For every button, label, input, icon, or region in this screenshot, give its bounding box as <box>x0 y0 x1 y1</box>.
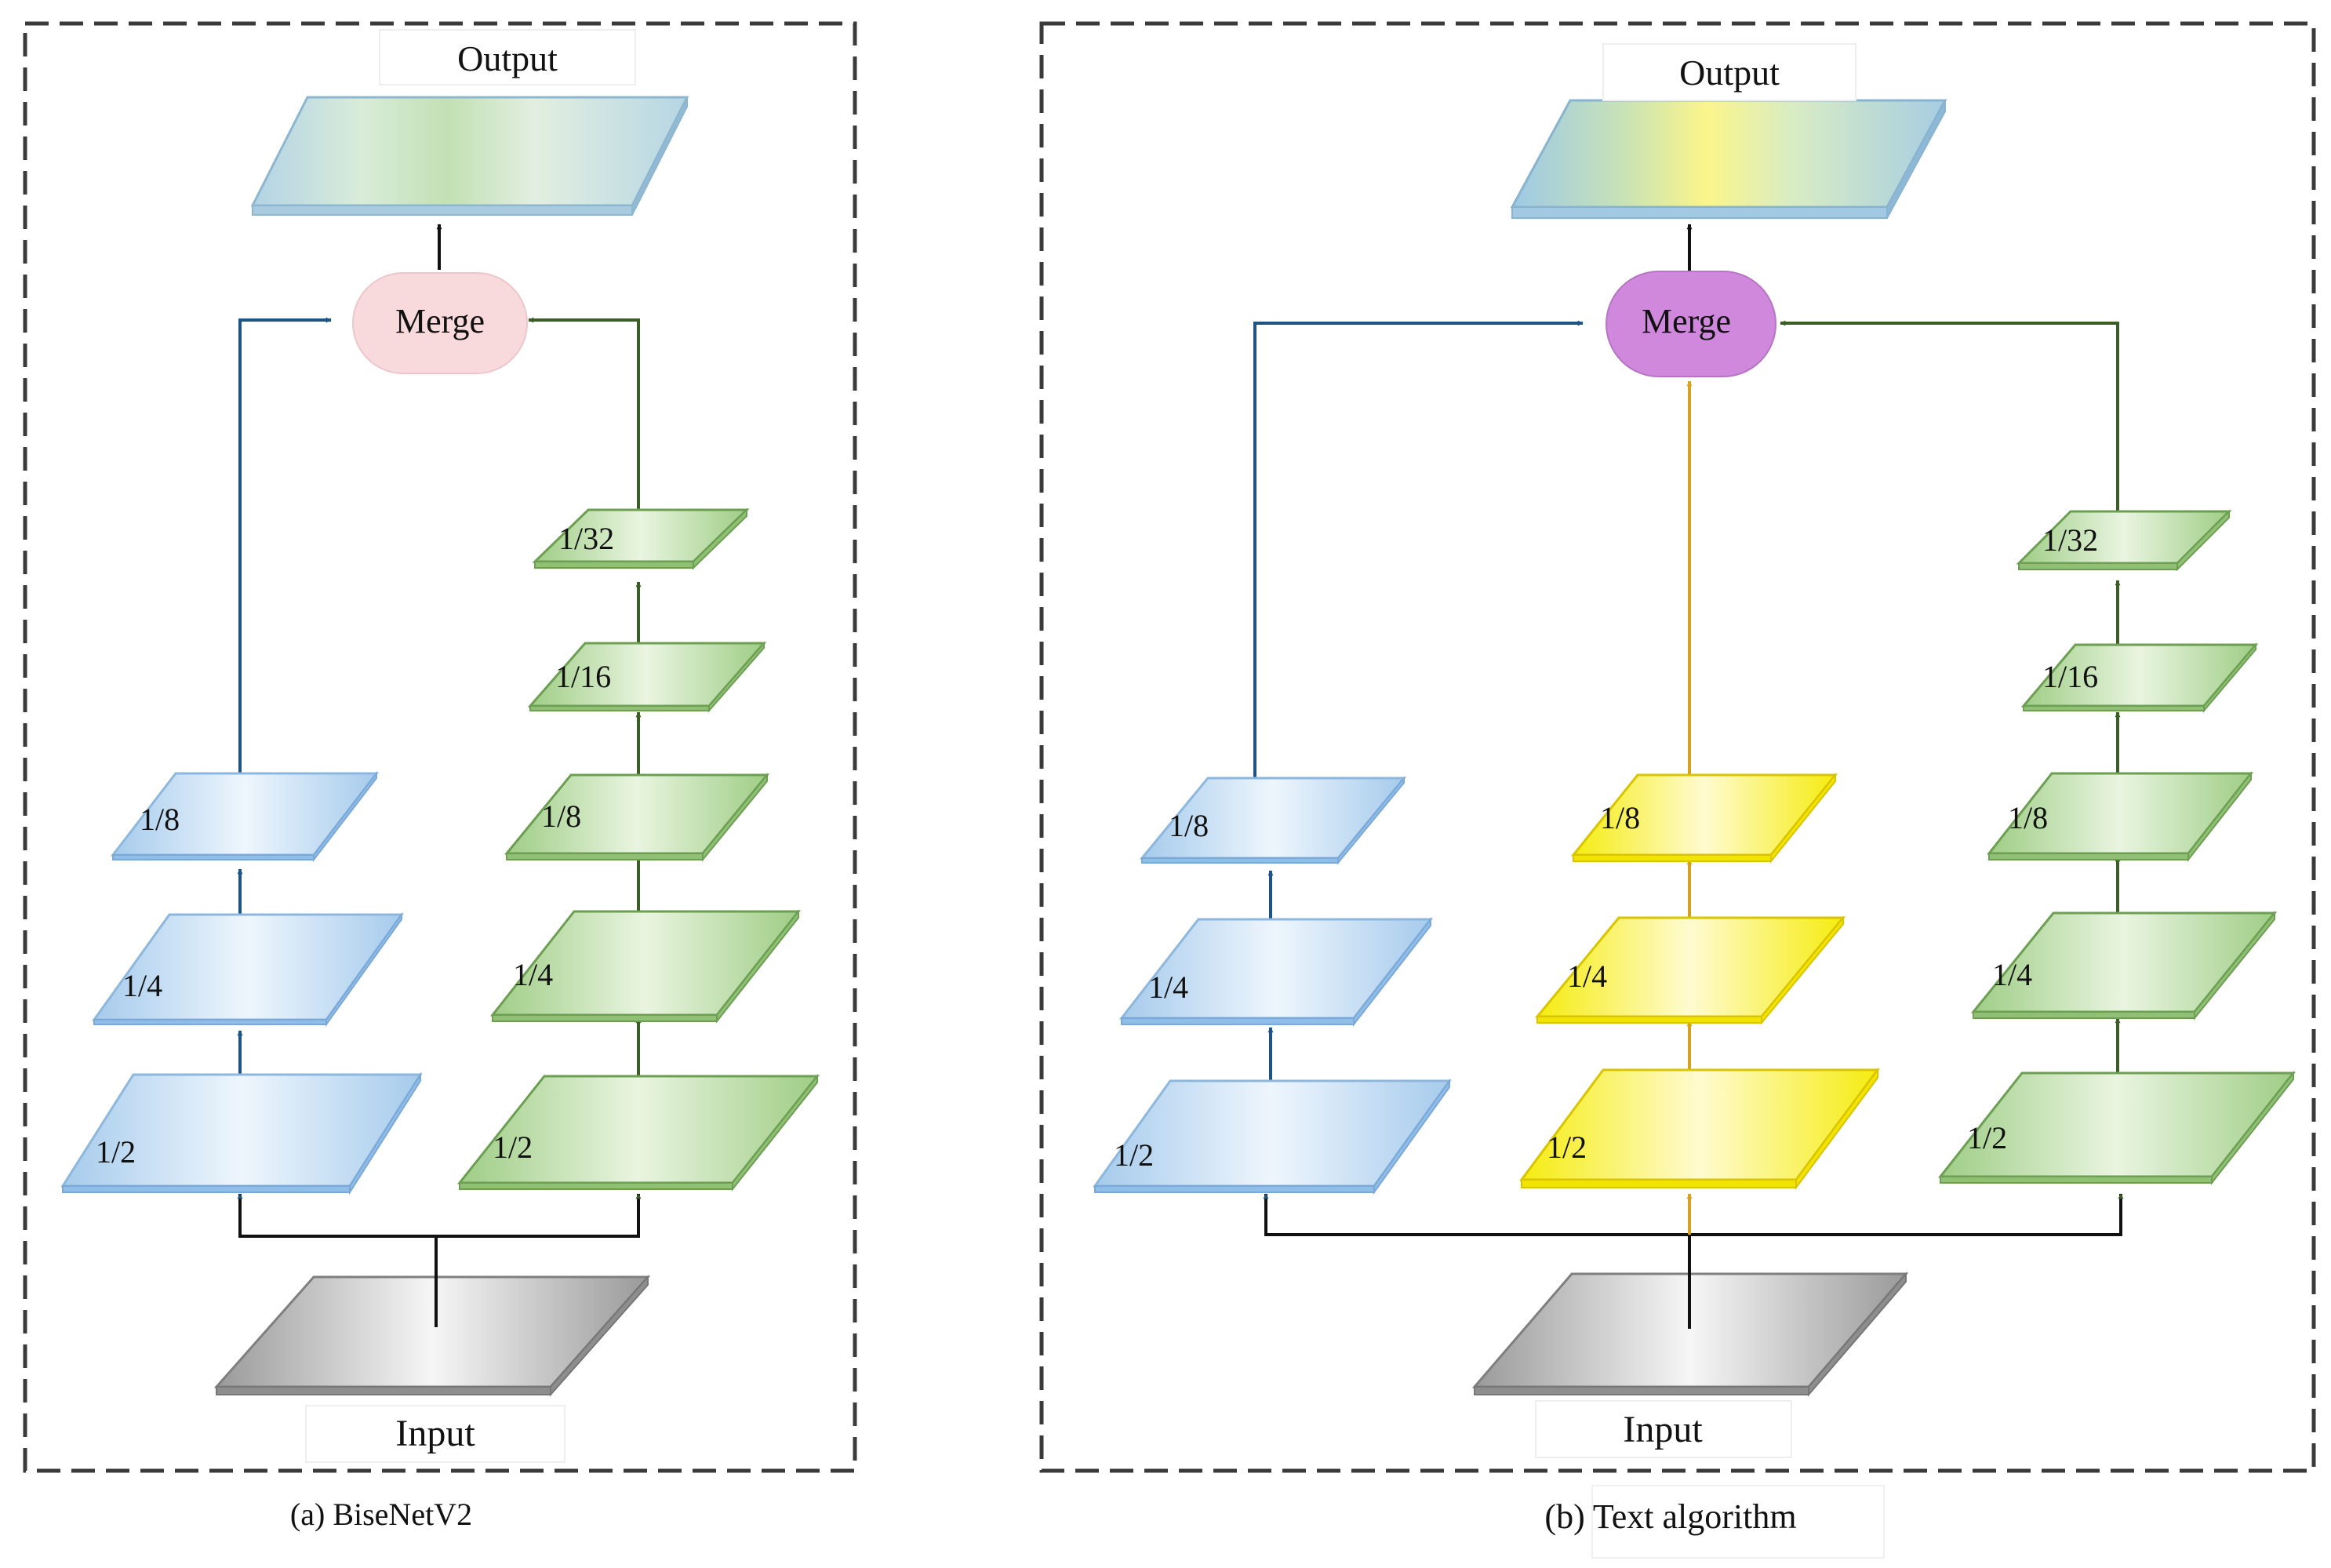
blue-plate <box>1093 1078 1452 1195</box>
blue-scale-label: 1/8 <box>140 802 180 837</box>
panel-a-frame <box>23 21 857 1473</box>
input-label: Input <box>1623 1409 1703 1450</box>
green-to-merge-arrow <box>528 317 640 515</box>
input-label: Input <box>395 1413 475 1454</box>
green-scale-label: 1/32 <box>2042 522 2098 558</box>
output-plate <box>250 96 689 216</box>
blue-plate <box>1139 776 1407 865</box>
input-plate <box>1471 1271 1909 1397</box>
yellow-plate <box>1570 773 1838 864</box>
blue-to-merge-arrow <box>238 317 332 775</box>
blue-scale-label: 1/2 <box>96 1134 136 1170</box>
green-scale-label: 1/2 <box>1967 1120 2007 1155</box>
blue-scale-label: 1/4 <box>122 968 162 1003</box>
panel-b-caption: (b) Text algorithm <box>1544 1497 1796 1536</box>
input-label-box <box>305 1405 565 1463</box>
green-plate <box>532 508 750 570</box>
panel-a: Output Merge 1/2 1/4 1/8 1/2 <box>60 29 820 1532</box>
yellow-scale-label: 1/2 <box>1547 1130 1587 1165</box>
output-label: Output <box>457 38 558 78</box>
green-scale-label: 1/16 <box>2042 659 2098 694</box>
merge-label: Merge <box>395 302 485 340</box>
green-to-merge-arrow <box>1780 320 2119 516</box>
input-to-green-arrow <box>1689 1193 2124 1236</box>
green-scale-label: 1/8 <box>541 799 581 834</box>
panel-b: Output Merge 1/2 1/4 1/8 1/2 <box>1093 43 2296 1559</box>
panel-b-caption-box <box>1591 1485 1885 1559</box>
blue-plate <box>110 771 380 862</box>
green-plate <box>2016 509 2232 572</box>
green-plate <box>489 909 802 1024</box>
yellow-plate <box>1534 915 1846 1025</box>
input-to-green-arrow <box>436 1193 642 1238</box>
green-plate <box>1970 911 2278 1020</box>
blue-plate <box>60 1071 423 1195</box>
blue-scale-label: 1/8 <box>1169 808 1209 843</box>
green-scale-label: 1/4 <box>513 957 553 992</box>
blue-scale-label: 1/2 <box>1114 1137 1154 1173</box>
green-plate <box>456 1074 820 1191</box>
yellow-scale-label: 1/8 <box>1600 800 1640 835</box>
output-label-box <box>379 29 636 85</box>
yellow-scale-label: 1/4 <box>1567 959 1607 994</box>
merge-node <box>1606 271 1776 377</box>
panel-a-caption: (a) BiseNetV2 <box>290 1497 472 1532</box>
green-plate <box>2020 642 2259 713</box>
blue-to-merge-arrow <box>1253 320 1584 806</box>
green-scale-label: 1/4 <box>1992 957 2032 992</box>
green-plate <box>504 773 770 862</box>
merge-label: Merge <box>1642 302 1731 340</box>
output-label-box <box>1602 43 1856 101</box>
yellow-plate <box>1519 1067 1880 1191</box>
blue-plate <box>92 911 404 1028</box>
panel-b-frame <box>1039 21 2316 1473</box>
merge-node <box>352 272 528 374</box>
green-scale-label: 1/32 <box>558 521 614 556</box>
input-plate <box>213 1275 651 1397</box>
green-scale-label: 1/8 <box>2008 800 2048 835</box>
green-plate <box>1937 1071 2296 1185</box>
input-label-box <box>1535 1400 1792 1458</box>
green-scale-label: 1/2 <box>493 1130 533 1165</box>
green-plate <box>1986 771 2254 862</box>
output-label: Output <box>1679 53 1780 93</box>
green-scale-label: 1/16 <box>555 659 611 694</box>
green-plate <box>527 641 767 713</box>
output-plate <box>1510 99 1947 219</box>
blue-plate <box>1118 917 1434 1027</box>
blue-scale-label: 1/4 <box>1148 970 1188 1005</box>
